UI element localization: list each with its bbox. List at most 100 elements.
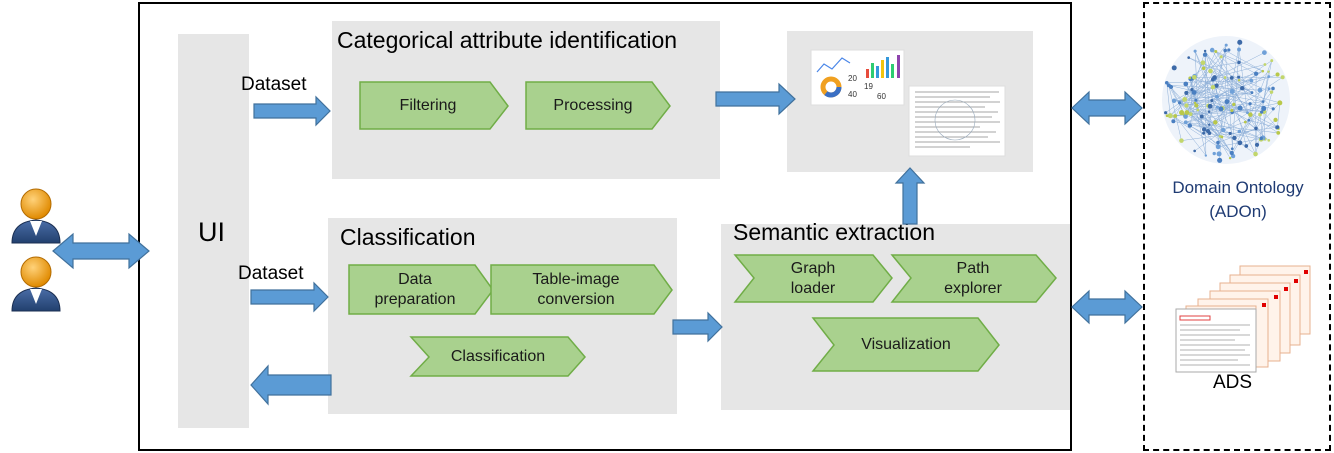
ontology-edge [1170,115,1219,147]
ontology-node [1171,65,1177,71]
ontology-node [1204,154,1208,157]
ontology-edge [1224,77,1228,102]
ontology-edge [1225,50,1263,72]
semantic-output-arrow [894,167,926,225]
ontology-node [1184,110,1190,115]
data-preparation-label: Data preparation [374,270,456,308]
dataset-arrow-bottom [250,281,329,313]
ontology-edge [1189,68,1204,79]
ontology-node [1202,131,1206,135]
ontology-node [1263,63,1267,66]
ontology-node [1269,90,1274,94]
ontology-node [1253,71,1259,76]
ontology-node [1261,100,1265,104]
ads-document-stack [1175,265,1311,373]
ontology-edge [1255,88,1274,155]
ontology-edge [1185,122,1279,134]
classification-semantic-arrow [672,311,723,343]
ontology-node [1215,144,1221,150]
user-ui-double-arrow [52,232,150,270]
ontology-node [1208,68,1213,74]
ontology-edge [1166,82,1171,116]
ontology-edge [1212,79,1223,109]
ontology-node [1271,86,1275,91]
ontology-node [1247,118,1251,122]
ontology-edge [1186,51,1217,113]
ontology-edge [1277,102,1281,128]
ontology-node [1207,110,1211,113]
visualization-label: Visualization [861,335,951,353]
ads-caption: ADS [1213,372,1253,393]
dashboard-number: 40 [848,90,857,99]
dashboard-number: 19 [864,82,873,91]
ontology-edge [1239,60,1272,143]
ontology-edge [1193,92,1234,157]
ontology-node [1216,140,1220,145]
ui-panel [178,34,249,428]
ontology-node [1267,138,1271,142]
external-resources-frame [1143,2,1331,451]
ontology-edge [1173,78,1215,101]
table-image-conversion-label: Table-image conversion [532,270,620,308]
ontology-node [1237,105,1243,111]
user-icon [11,188,61,244]
ontology-edge [1255,102,1281,129]
ontology-edge [1203,62,1239,69]
ontology-node [1188,112,1193,116]
semantic-title: Semantic extraction [733,219,935,245]
dashboard-number: 20 [848,74,857,83]
ontology-node [1253,151,1258,157]
ontology-node [1250,91,1254,95]
filtering-label: Filtering [399,96,457,114]
ontology-node [1243,120,1247,124]
ontology-node [1248,112,1253,117]
ontology-node [1194,103,1199,108]
user-icon [11,256,61,312]
ontology-node [1167,113,1173,119]
ontology-node [1237,75,1241,79]
ontology-node [1237,140,1243,146]
ontology-edge [1165,79,1213,113]
ontology-edge [1211,45,1227,101]
data-preparation-step [348,264,494,315]
ontology-node [1171,119,1176,124]
ontology-node [1179,109,1185,116]
ontology-caption: Domain Ontology (ADOn) [1150,176,1326,224]
ontology-edge [1203,77,1283,130]
ontology-node [1240,86,1245,91]
ontology-node [1196,108,1200,112]
ontology-node [1199,114,1204,119]
ontology-node [1178,101,1182,105]
ontology-node [1259,136,1263,141]
classification-step [409,336,586,377]
ontology-node [1182,96,1188,102]
dashboard-number: 60 [877,92,886,101]
dataset-arrow-top [253,95,331,127]
ontology-node [1221,127,1226,133]
ontology-edge [1210,70,1264,102]
ontology-node [1227,48,1231,52]
ontology-node [1277,100,1283,106]
ontology-edge [1204,51,1210,112]
ontology-caption-line1: Domain Ontology [1172,178,1304,197]
result-arrow-back [250,364,332,406]
ontology-node [1216,151,1222,157]
ontology-edge [1167,112,1233,116]
ontology-edge [1248,91,1272,121]
ontology-node [1254,142,1260,147]
ontology-node [1229,88,1235,95]
ontology-edge [1179,102,1262,139]
ontology-edge [1173,100,1265,112]
ontology-node [1215,94,1219,99]
ontology-node [1183,81,1189,87]
dataset-label-top: Dataset [241,74,307,95]
document-thumbnail [908,85,1006,157]
ontology-node [1230,108,1234,112]
ontology-node [1267,70,1270,73]
ontology-node [1258,112,1262,117]
ontology-node [1246,111,1249,115]
ontology-node [1183,120,1188,125]
ontology-edge [1174,115,1207,156]
processing-label: Processing [553,96,633,114]
ontology-edge [1168,85,1182,141]
